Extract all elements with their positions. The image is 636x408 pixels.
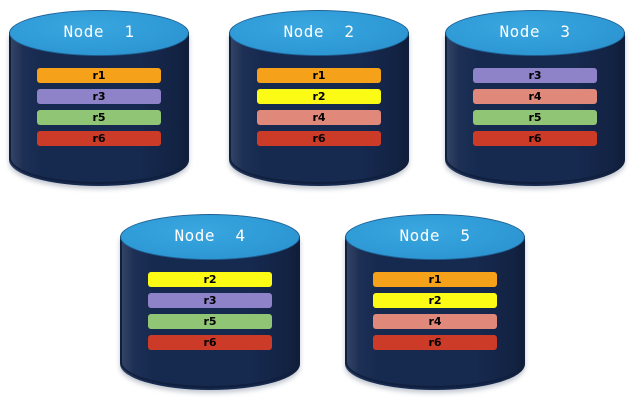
shard-bar[interactable]: r1 bbox=[373, 272, 497, 287]
node-cylinder-1[interactable]: Node 1 r1 r3 r5 r6 bbox=[9, 10, 189, 186]
node-label: Node 5 bbox=[399, 226, 471, 245]
shard-bar[interactable]: r5 bbox=[473, 110, 597, 125]
shard-bar[interactable]: r6 bbox=[373, 335, 497, 350]
shard-list: r1 r2 r4 r6 bbox=[373, 272, 497, 350]
node-label: Node 3 bbox=[499, 22, 571, 41]
shard-bar[interactable]: r3 bbox=[148, 293, 272, 308]
cylinder-top-ellipse bbox=[229, 10, 409, 56]
shard-bar[interactable]: r2 bbox=[373, 293, 497, 308]
node-cylinder-5[interactable]: Node 5 r1 r2 r4 r6 bbox=[345, 214, 525, 390]
shard-list: r1 r2 r4 r6 bbox=[257, 68, 381, 146]
shard-bar[interactable]: r2 bbox=[257, 89, 381, 104]
shard-bar[interactable]: r6 bbox=[257, 131, 381, 146]
node-cylinder-4[interactable]: Node 4 r2 r3 r5 r6 bbox=[120, 214, 300, 390]
node-label: Node 4 bbox=[174, 226, 246, 245]
shard-bar[interactable]: r6 bbox=[473, 131, 597, 146]
shard-bar[interactable]: r1 bbox=[257, 68, 381, 83]
node-cylinder-2[interactable]: Node 2 r1 r2 r4 r6 bbox=[229, 10, 409, 186]
shard-bar[interactable]: r2 bbox=[148, 272, 272, 287]
shard-bar[interactable]: r4 bbox=[473, 89, 597, 104]
shard-bar[interactable]: r6 bbox=[148, 335, 272, 350]
cylinder-body bbox=[345, 236, 525, 390]
node-cylinder-3[interactable]: Node 3 r3 r4 r5 r6 bbox=[445, 10, 625, 186]
shard-bar[interactable]: r4 bbox=[373, 314, 497, 329]
cylinder-body bbox=[229, 32, 409, 186]
shard-bar[interactable]: r1 bbox=[37, 68, 161, 83]
shard-bar[interactable]: r3 bbox=[473, 68, 597, 83]
cylinder-body bbox=[9, 32, 189, 186]
shard-bar[interactable]: r4 bbox=[257, 110, 381, 125]
cylinder-top-ellipse bbox=[345, 214, 525, 260]
cylinder-top-ellipse bbox=[120, 214, 300, 260]
node-label: Node 1 bbox=[63, 22, 135, 41]
cylinder-body bbox=[445, 32, 625, 186]
shard-bar[interactable]: r5 bbox=[37, 110, 161, 125]
shard-list: r1 r3 r5 r6 bbox=[37, 68, 161, 146]
shard-bar[interactable]: r5 bbox=[148, 314, 272, 329]
shard-list: r2 r3 r5 r6 bbox=[148, 272, 272, 350]
cylinder-body bbox=[120, 236, 300, 390]
node-label: Node 2 bbox=[283, 22, 355, 41]
shard-bar[interactable]: r3 bbox=[37, 89, 161, 104]
shard-bar[interactable]: r6 bbox=[37, 131, 161, 146]
cylinder-top-ellipse bbox=[9, 10, 189, 56]
cylinder-top-ellipse bbox=[445, 10, 625, 56]
shard-list: r3 r4 r5 r6 bbox=[473, 68, 597, 146]
